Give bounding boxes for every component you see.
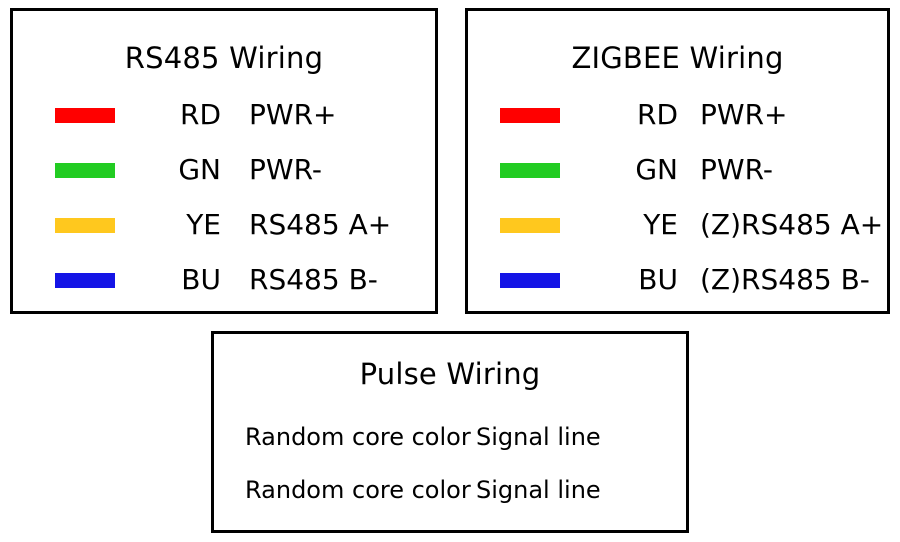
- wire-color-swatch-red: [55, 107, 115, 123]
- pulse-signal-label: Signal line: [476, 423, 601, 451]
- wire-function-label: PWR+: [700, 98, 788, 131]
- wire-color-swatch-blue: [55, 272, 115, 288]
- wire-function-label: (Z)RS485 A+: [700, 208, 884, 241]
- wire-code-label: BU: [638, 263, 678, 296]
- wire-color-swatch-yellow: [55, 217, 115, 233]
- wire-color-swatch-blue: [500, 272, 560, 288]
- pulse-wire-list: Random core color Signal line Random cor…: [214, 334, 686, 530]
- wire-row: BU RS485 B-: [55, 262, 378, 298]
- rs485-wiring-panel: RS485 Wiring RD PWR+ GN PWR- YE RS485 A+…: [10, 8, 438, 314]
- wire-function-label: RS485 B-: [249, 263, 378, 296]
- wire-row: RD PWR+: [500, 97, 788, 133]
- wire-code-label: RD: [636, 98, 678, 131]
- wire-function-label: (Z)RS485 B-: [700, 263, 870, 296]
- rs485-wire-list: RD PWR+ GN PWR- YE RS485 A+ BU RS485 B-: [13, 11, 435, 311]
- wire-code-label: GN: [635, 153, 678, 186]
- pulse-core-color-label: Random core color: [245, 423, 471, 451]
- wire-color-swatch-yellow: [500, 217, 560, 233]
- pulse-wiring-panel: Pulse Wiring Random core color Signal li…: [211, 331, 689, 533]
- wire-color-swatch-red: [500, 107, 560, 123]
- wire-code-label: GN: [178, 153, 221, 186]
- wire-function-label: PWR-: [249, 153, 322, 186]
- wire-function-label: PWR+: [249, 98, 337, 131]
- zigbee-panel-title: ZIGBEE Wiring: [571, 41, 784, 75]
- pulse-panel-title: Pulse Wiring: [359, 357, 541, 391]
- zigbee-wire-list: RD PWR+ GN PWR- YE (Z)RS485 A+ BU (Z)RS4…: [468, 11, 887, 311]
- wire-function-label: PWR-: [700, 153, 773, 186]
- wire-row: BU (Z)RS485 B-: [500, 262, 870, 298]
- wire-color-swatch-green: [55, 162, 115, 178]
- wire-row: YE RS485 A+: [55, 207, 391, 243]
- wire-code-label: YE: [643, 208, 678, 241]
- wire-code-label: BU: [181, 263, 221, 296]
- wire-row: GN PWR-: [55, 152, 322, 188]
- pulse-row: Random core color Signal line: [245, 474, 601, 506]
- rs485-panel-title: RS485 Wiring: [124, 41, 324, 75]
- pulse-row: Random core color Signal line: [245, 421, 601, 453]
- wire-row: YE (Z)RS485 A+: [500, 207, 883, 243]
- wire-color-swatch-green: [500, 162, 560, 178]
- pulse-signal-label: Signal line: [476, 476, 601, 504]
- wire-function-label: RS485 A+: [249, 208, 392, 241]
- pulse-core-color-label: Random core color: [245, 476, 471, 504]
- zigbee-wiring-panel: ZIGBEE Wiring RD PWR+ GN PWR- YE (Z)RS48…: [465, 8, 890, 314]
- wire-row: RD PWR+: [55, 97, 337, 133]
- wire-row: GN PWR-: [500, 152, 773, 188]
- wire-code-label: YE: [186, 208, 221, 241]
- wire-code-label: RD: [179, 98, 221, 131]
